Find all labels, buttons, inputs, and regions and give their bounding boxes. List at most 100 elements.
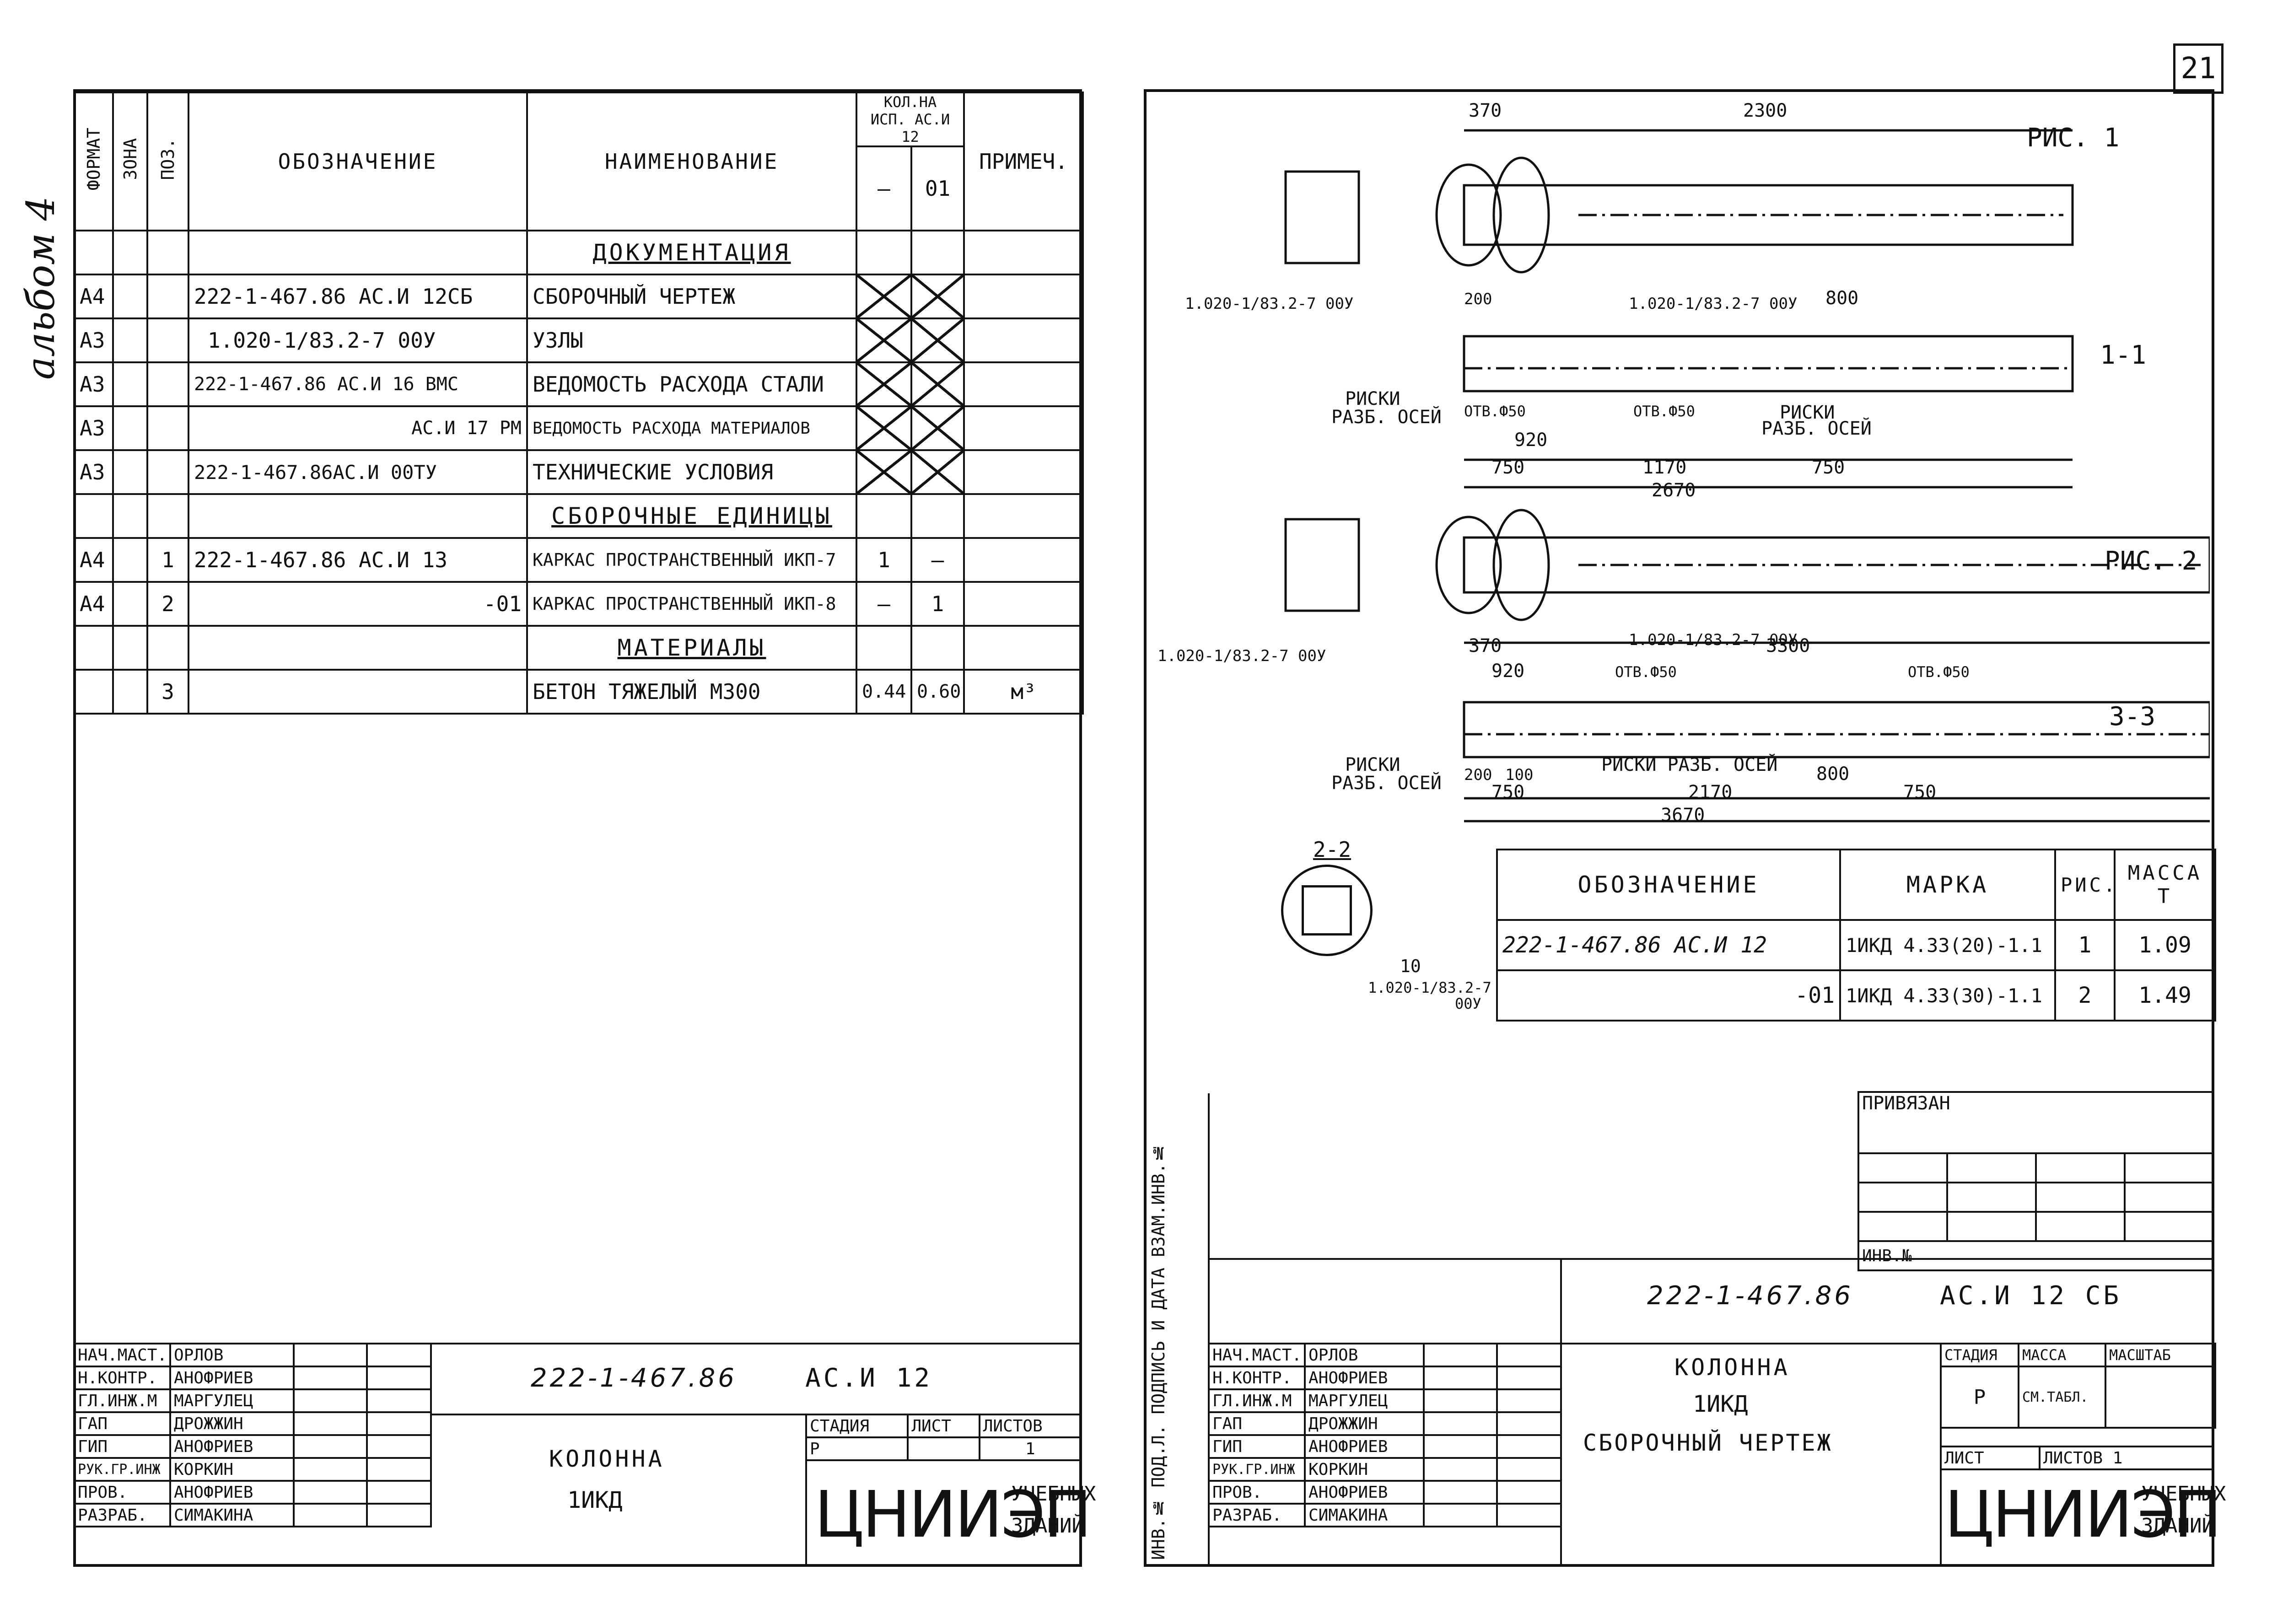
col-name-header: НАИМЕНОВАНИЕ xyxy=(526,91,857,231)
svg-text:РАЗБ. ОСЕЙ: РАЗБ. ОСЕЙ xyxy=(1761,417,1872,439)
svg-text:370: 370 xyxy=(1469,100,1502,121)
left-sheet xyxy=(73,89,1082,1567)
binding-table: ПРИВЯЗАН ИНВ.№ xyxy=(1857,1091,2215,1271)
svg-text:РИСКИ: РИСКИ xyxy=(1780,402,1835,423)
col-format-header: ФОРМАТ xyxy=(73,91,114,231)
svg-text:3300: 3300 xyxy=(1766,635,1810,656)
svg-text:1.020-1/83.2-7 00У: 1.020-1/83.2-7 00У xyxy=(1629,631,1797,649)
svg-text:3670: 3670 xyxy=(1661,805,1705,826)
right-sheet xyxy=(1144,89,2214,1567)
left-title-line1: КОЛОННА xyxy=(549,1446,665,1472)
svg-text:750: 750 xyxy=(1491,782,1524,803)
side-labels: ИНВ.№ ПОД.Л. ПОДПИСЬ И ДАТА ВЗАМ.ИНВ.№ xyxy=(1148,1143,1168,1560)
right-sheet-code: АС.И 12 СБ xyxy=(1940,1281,2122,1311)
table-row: 222-1-467.86 АС.И 12 1ИКД 4.33(20)-1.1 1… xyxy=(1496,919,2216,971)
section-1-1-label: 1-1 xyxy=(2100,340,2146,370)
fig2-column-elevation xyxy=(1463,536,2210,594)
svg-text:1170: 1170 xyxy=(1642,457,1686,478)
section-2-2-ref-sub: 00У xyxy=(1455,995,1481,1012)
svg-text:РИСКИ РАЗБ. ОСЕЙ: РИСКИ РАЗБ. ОСЕЙ xyxy=(1601,753,1777,775)
svg-text:РИСКИ: РИСКИ xyxy=(1345,388,1400,409)
col-zone-header: ЗОНА xyxy=(112,91,148,231)
section-2-2-label: 2-2 xyxy=(1313,837,1351,862)
right-org-sub2: ЗДАНИЙ xyxy=(2141,1514,2214,1538)
left-org-logo: ЦНИИЭП xyxy=(814,1478,1092,1552)
svg-text:750: 750 xyxy=(1491,457,1524,478)
svg-text:ОТВ.Ф50: ОТВ.Ф50 xyxy=(1615,663,1677,681)
svg-text:750: 750 xyxy=(1903,782,1936,803)
svg-text:1.020-1/83.2-7 00У: 1.020-1/83.2-7 00У xyxy=(1185,295,1353,313)
svg-text:1.020-1/83.2-7 00У: 1.020-1/83.2-7 00У xyxy=(1158,647,1326,665)
svg-text:РАЗБ. ОСЕЙ: РАЗБ. ОСЕЙ xyxy=(1331,406,1442,428)
svg-text:920: 920 xyxy=(1514,430,1547,451)
left-sheet-code: АС.И 12 xyxy=(805,1363,933,1393)
album-label: альбом 4 xyxy=(18,196,63,380)
side-strip xyxy=(1144,1093,1210,1567)
svg-text:100: 100 xyxy=(1505,766,1533,784)
section-1-1-elevation xyxy=(1463,335,2074,393)
section-3-3-label: 3-3 xyxy=(2109,702,2155,731)
svg-text:ОТВ.Ф50: ОТВ.Ф50 xyxy=(1464,403,1526,420)
specification-table: ФОРМАТ ЗОНА ПОЗ. ОБОЗНАЧЕНИЕ НАИМЕНОВАНИ… xyxy=(73,91,1084,715)
svg-text:РИСКИ: РИСКИ xyxy=(1345,754,1400,775)
svg-text:2170: 2170 xyxy=(1688,782,1732,803)
left-org-sub2: ЗДАНИЙ xyxy=(1011,1514,1084,1538)
col-pos-header: ПОЗ. xyxy=(146,91,189,231)
left-title-line2: 1ИКД xyxy=(567,1487,623,1513)
right-title-line3: СБОРОЧНЫЙ ЧЕРТЕЖ xyxy=(1583,1430,1833,1456)
left-doc-code: 222-1-467.86 xyxy=(531,1363,737,1393)
svg-text:800: 800 xyxy=(1825,288,1858,309)
table-row: -01 1ИКД 4.33(30)-1.1 2 1.49 xyxy=(1496,969,2216,1022)
right-org-sub1: УЧЕБНЫХ xyxy=(2141,1482,2226,1506)
left-title-frame xyxy=(430,1343,1082,1569)
right-title-line1: КОЛОННА xyxy=(1674,1354,1790,1381)
fig1-cross-section xyxy=(1284,170,1360,264)
right-title-frame xyxy=(1208,1258,2214,1260)
svg-text:1.020-1/83.2-7 00У: 1.020-1/83.2-7 00У xyxy=(1629,295,1797,313)
svg-text:ОТВ.Ф50: ОТВ.Ф50 xyxy=(1633,403,1695,420)
section-units: СБОРОЧНЫЕ ЕДИНИЦЫ xyxy=(526,493,857,539)
section-2-2-square xyxy=(1302,885,1352,936)
svg-text:750: 750 xyxy=(1812,457,1845,478)
fig2-label: РИС. 2 xyxy=(2105,546,2197,576)
section-2-2-pos: 10 xyxy=(1400,956,1421,976)
right-doc-code: 222-1-467.86 xyxy=(1647,1281,1853,1311)
page-number: 21 xyxy=(2173,43,2224,94)
fig1-column-elevation xyxy=(1463,184,2074,246)
left-title-block-roles: НАЧ.МАСТ.ОРЛОВ Н.КОНТР.АНОФРИЕВ ГЛ.ИНЖ.М… xyxy=(73,1343,432,1527)
right-org-logo: ЦНИИЭП xyxy=(1944,1478,2222,1552)
column-drawing: 370 2300 РИС. 1 1.020-1/83.2-7 00У 1.020… xyxy=(1158,100,2210,826)
section-2-2-circle xyxy=(1281,865,1373,956)
fig2-cross-section xyxy=(1284,518,1360,612)
svg-text:370: 370 xyxy=(1469,635,1502,656)
svg-text:2300: 2300 xyxy=(1743,100,1787,121)
col-qty-b-header: 01 xyxy=(910,145,965,231)
section-2-2-ref: 1.020-1/83.2-7 xyxy=(1368,979,1491,996)
svg-text:800: 800 xyxy=(1816,764,1849,785)
svg-text:2670: 2670 xyxy=(1652,480,1696,501)
fig1-label: РИС. 1 xyxy=(2027,123,2119,153)
right-title-line2: 1ИКД xyxy=(1693,1391,1748,1417)
svg-text:200: 200 xyxy=(1464,290,1492,308)
svg-text:200: 200 xyxy=(1464,766,1492,784)
svg-text:РАЗБ. ОСЕЙ: РАЗБ. ОСЕЙ xyxy=(1331,772,1442,794)
section-3-3-elevation xyxy=(1463,701,2210,758)
svg-text:ОТВ.Ф50: ОТВ.Ф50 xyxy=(1908,663,1970,681)
section-materials: МАТЕРИАЛЫ xyxy=(526,625,857,671)
left-org-sub1: УЧЕБНЫХ xyxy=(1011,1482,1096,1506)
right-title-block-roles: НАЧ.МАСТ.ОРЛОВ Н.КОНТР.АНОФРИЕВ ГЛ.ИНЖ.М… xyxy=(1208,1343,1562,1527)
section-docs: ДОКУМЕНТАЦИЯ xyxy=(526,230,857,275)
col-note-header: ПРИМЕЧ. xyxy=(963,91,1084,231)
